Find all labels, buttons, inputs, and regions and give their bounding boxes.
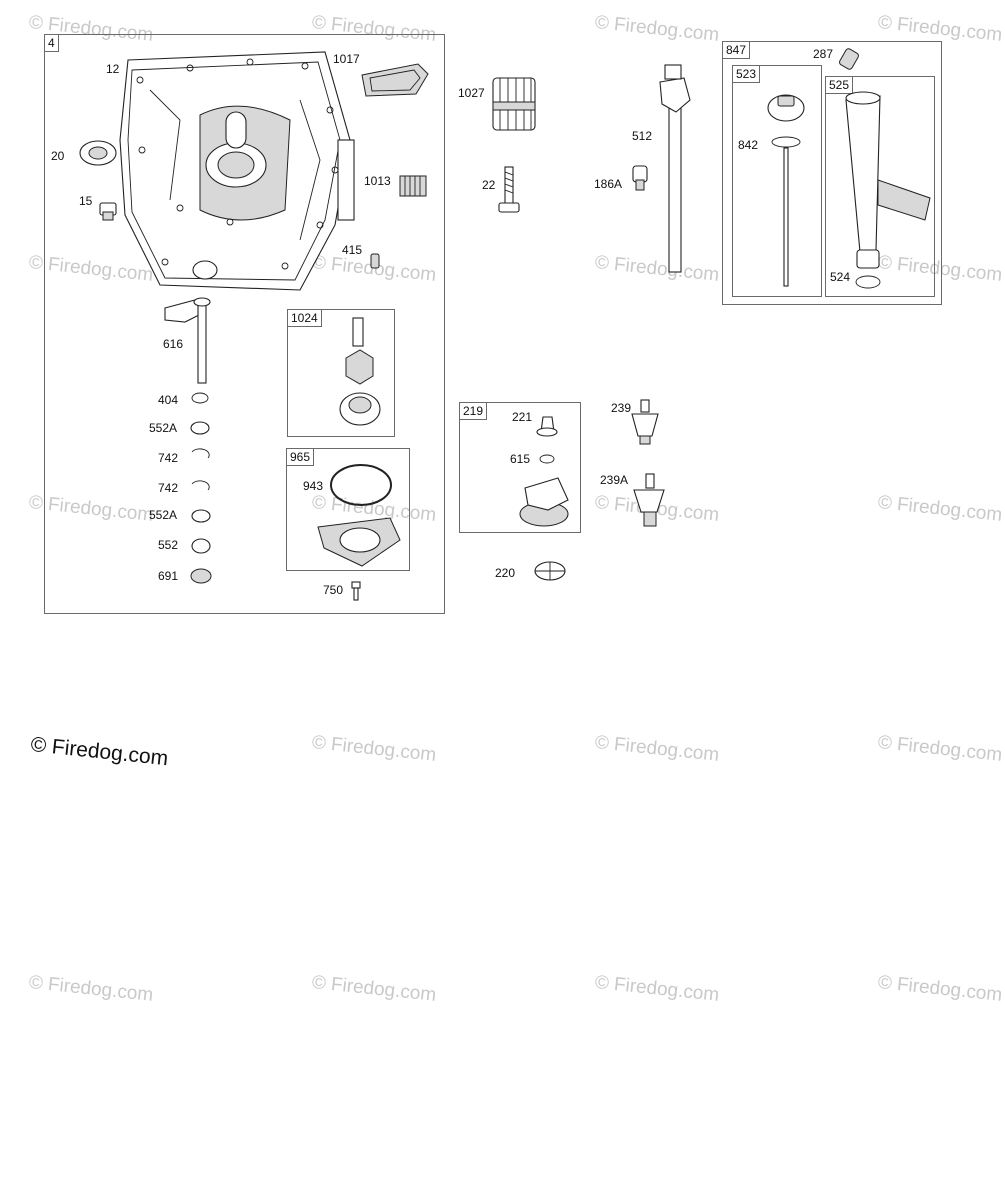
- part-label-742-b: 742: [158, 481, 179, 495]
- group-box-525: 525: [825, 76, 935, 297]
- part-label-750: 750: [323, 583, 344, 597]
- part-label-12: 12: [106, 62, 120, 76]
- group-box-4: 4: [44, 34, 445, 614]
- oil-switch-drawing: [631, 399, 659, 445]
- bushing-drawing-552A-b: [191, 509, 211, 523]
- group-label-523: 523: [733, 66, 761, 83]
- dipstick-drawing: [767, 94, 805, 287]
- part-label-186A: 186A: [594, 177, 623, 191]
- group-box-219: 219: [459, 402, 581, 533]
- dipstick-tube-drawing: [659, 64, 691, 273]
- breather-fitting-drawing: [632, 165, 648, 191]
- group-label-965: 965: [287, 449, 315, 466]
- group-label-847: 847: [723, 42, 751, 59]
- part-label-15: 15: [79, 194, 93, 208]
- clip-drawing-742: [191, 448, 210, 459]
- pin-drawing: [352, 317, 364, 347]
- part-label-552A-b: 552A: [149, 508, 178, 522]
- group-box-847: 847: [722, 41, 942, 305]
- part-label-943: 943: [303, 479, 324, 493]
- crankcase-drawing: [119, 51, 355, 291]
- o-ring-drawing: [330, 464, 392, 506]
- filter-element-drawing: [399, 175, 427, 197]
- part-label-552A: 552A: [149, 421, 178, 435]
- part-label-221: 221: [512, 410, 533, 424]
- screw-drawing-287: [839, 48, 859, 70]
- bushing-drawing-552: [191, 538, 211, 554]
- oil-switch-drawing-b: [633, 473, 665, 527]
- group-label-219: 219: [460, 403, 488, 420]
- group-box-1024: 1024: [287, 309, 395, 437]
- screw-drawing: [351, 581, 361, 601]
- part-label-742: 742: [158, 451, 179, 465]
- governor-shaft-drawing: [164, 297, 211, 384]
- plug-drawing: [99, 202, 117, 221]
- ring-drawing-404: [191, 392, 209, 404]
- seal-drawing-691: [190, 568, 212, 584]
- group-box-965: 965: [286, 448, 410, 571]
- part-label-616: 616: [163, 337, 184, 351]
- part-label-20: 20: [51, 149, 65, 163]
- part-label-552: 552: [158, 538, 179, 552]
- governor-gear-drawing: [519, 416, 569, 527]
- group-label-1024: 1024: [288, 310, 322, 327]
- fill-tube-drawing: [845, 91, 931, 289]
- part-label-524: 524: [830, 270, 851, 284]
- part-label-615: 615: [510, 452, 531, 466]
- clip-drawing-742b: [191, 480, 210, 491]
- part-label-1017: 1017: [333, 52, 360, 66]
- part-label-22: 22: [482, 178, 496, 192]
- part-label-404: 404: [158, 393, 179, 407]
- part-label-842: 842: [738, 138, 759, 152]
- part-label-1013: 1013: [364, 174, 391, 188]
- oil-seal-drawing: [79, 140, 117, 166]
- part-label-220: 220: [495, 566, 516, 580]
- part-label-1027: 1027: [458, 86, 485, 100]
- part-label-239A: 239A: [600, 473, 629, 487]
- part-label-691: 691: [158, 569, 179, 583]
- fitting-drawing: [370, 253, 380, 269]
- group-box-523: 523: [732, 65, 822, 297]
- group-label-525: 525: [826, 77, 854, 94]
- part-label-415: 415: [342, 243, 363, 257]
- washer-drawing: [534, 561, 566, 581]
- bushing-drawing-552A: [190, 421, 210, 435]
- part-label-512: 512: [632, 129, 653, 143]
- rotor-drawing: [345, 349, 374, 385]
- part-label-287: 287: [813, 47, 834, 61]
- bolt-drawing: [498, 166, 520, 213]
- group-label-4: 4: [45, 35, 59, 52]
- oil-filter-drawing: [492, 77, 536, 131]
- part-label-239: 239: [611, 401, 632, 415]
